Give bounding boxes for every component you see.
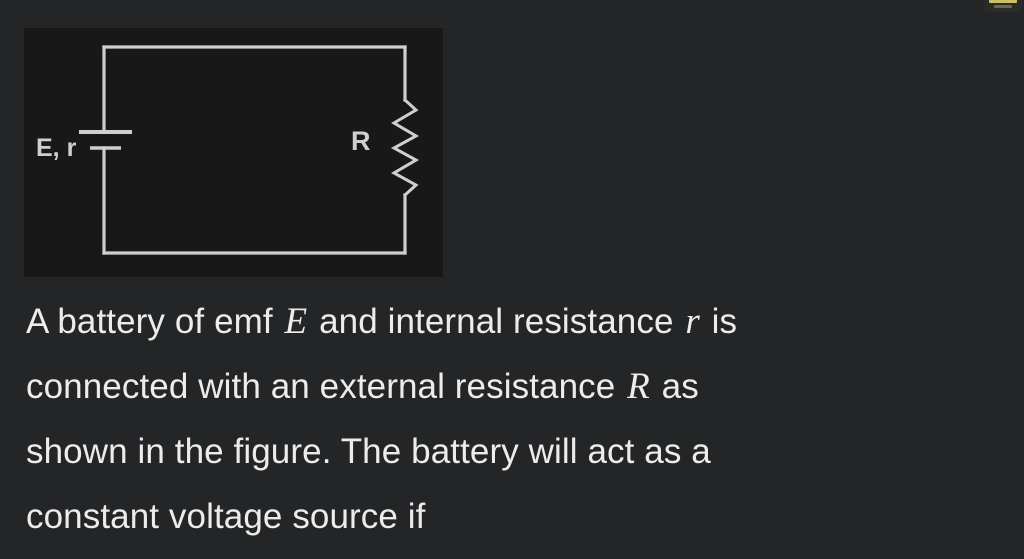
math-variable: r [685, 301, 700, 342]
badge-secondary-bar [994, 5, 1012, 8]
top-right-badge[interactable] [984, 0, 1022, 12]
question-line: shown in the figure. The battery will ac… [26, 419, 1010, 484]
text-run: is [701, 302, 738, 341]
math-variable: R [627, 366, 650, 407]
question-line: connected with an external resistance R … [26, 354, 1010, 419]
circuit-figure-panel: E, r R [24, 28, 443, 277]
text-run: connected with an external resistance [26, 367, 626, 406]
text-run: constant voltage source if [26, 497, 426, 536]
circuit-diagram: E, r R [36, 45, 420, 255]
badge-accent-bar [989, 0, 1017, 3]
text-run: as [651, 367, 699, 406]
battery-label: E, r [36, 134, 77, 162]
math-variable: E [284, 301, 308, 342]
question-line: constant voltage source if [26, 484, 1010, 549]
question-text: A battery of emf E and internal resistan… [26, 289, 1010, 549]
resistor-zigzag [390, 97, 420, 198]
text-run: A battery of emf [26, 302, 283, 341]
text-run: and internal resistance [309, 302, 684, 341]
text-run: shown in the figure. The battery will ac… [26, 432, 711, 471]
resistor-label: R [351, 126, 371, 156]
question-line: A battery of emf E and internal resistan… [26, 289, 1010, 354]
